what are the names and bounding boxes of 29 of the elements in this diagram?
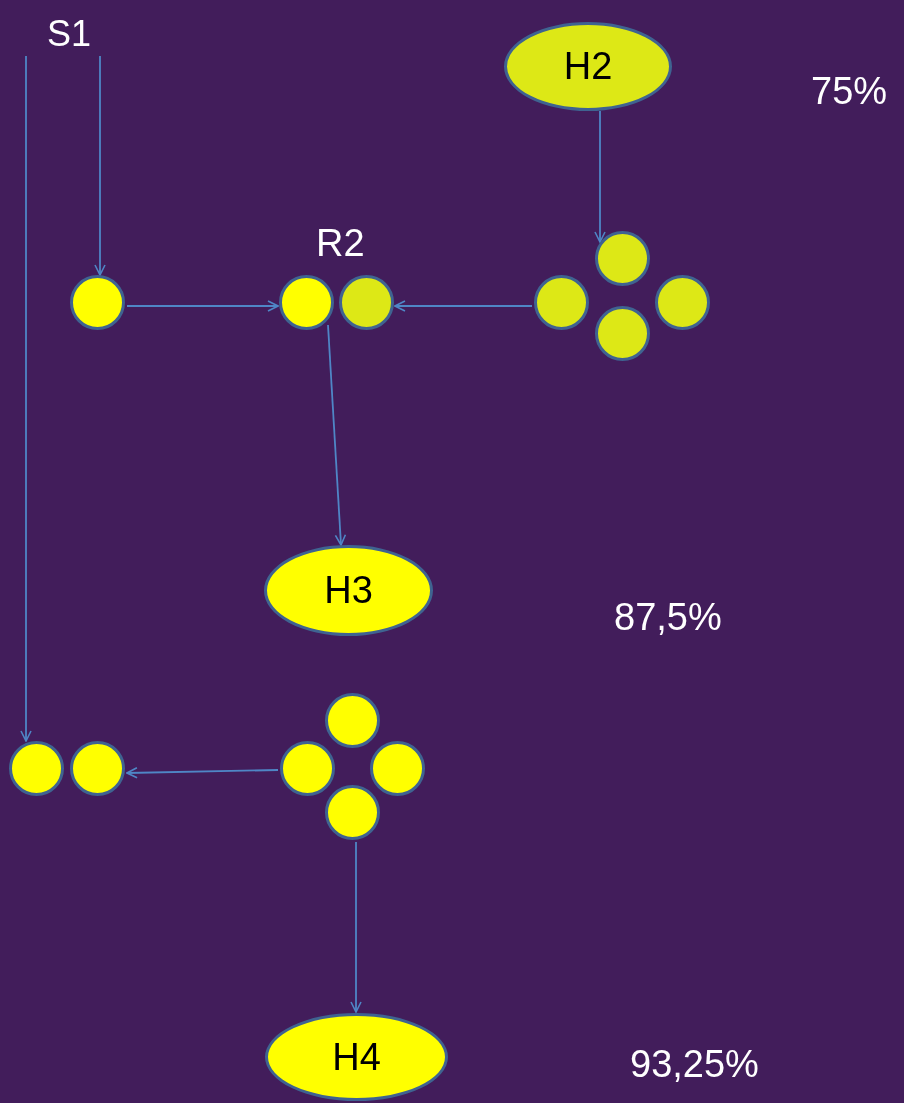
text-label: 87,5%	[614, 596, 722, 639]
circle-token	[370, 741, 425, 796]
node-label: H2	[563, 45, 613, 88]
text-label: 93,25%	[630, 1043, 759, 1086]
circle-token	[280, 741, 335, 796]
node-label: S1	[40, 12, 98, 56]
node-label: H4	[332, 1035, 381, 1079]
circle-token	[595, 231, 650, 286]
circle-token	[9, 741, 64, 796]
circle-token	[595, 306, 650, 361]
arrow	[327, 324, 347, 546]
circle-token	[534, 275, 589, 330]
text-label: R2	[316, 222, 365, 265]
circle-token	[279, 275, 334, 330]
arrow	[20, 55, 32, 742]
circle-token	[655, 275, 710, 330]
arrow	[350, 841, 362, 1013]
circle-token	[325, 693, 380, 748]
text-label: 75%	[811, 70, 888, 113]
arrow	[594, 110, 606, 243]
arrow	[126, 300, 279, 312]
arrow	[126, 767, 279, 779]
circle-token	[325, 785, 380, 840]
arrow	[394, 300, 533, 312]
circle-token	[339, 275, 394, 330]
circle-token	[70, 741, 125, 796]
arrow	[94, 55, 106, 276]
node-label: H3	[324, 569, 373, 612]
circle-token	[70, 275, 125, 330]
